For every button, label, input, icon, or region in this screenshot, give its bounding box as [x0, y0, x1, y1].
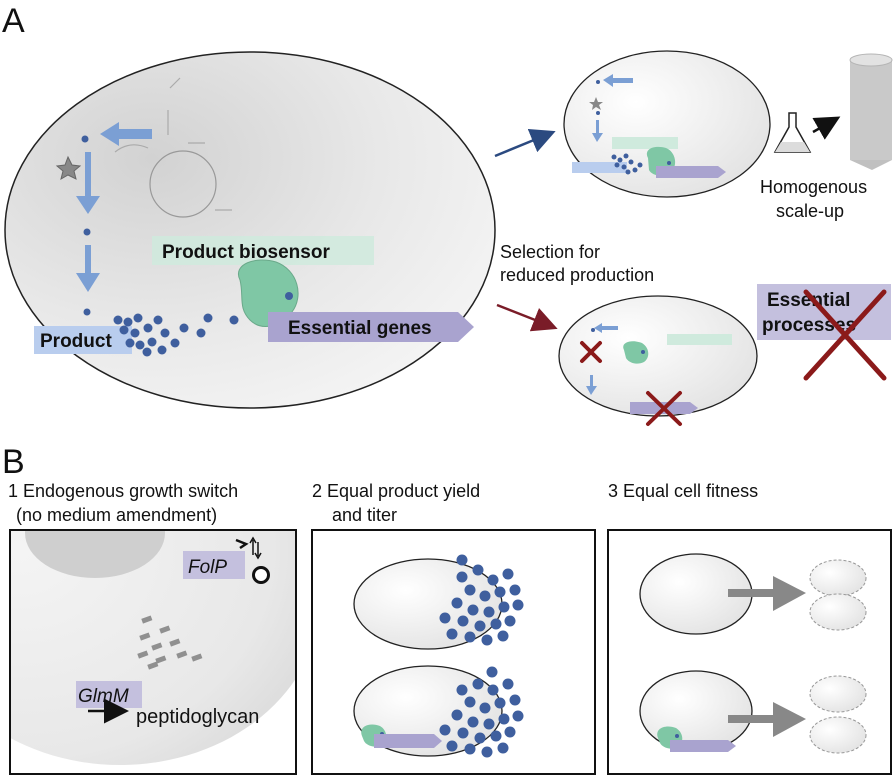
panel-b-letter: B	[2, 443, 25, 481]
product-dots	[113, 313, 239, 357]
essential-processes-cross	[803, 289, 887, 381]
folp-label-bg	[183, 551, 245, 579]
essential-genes-arrow	[268, 312, 474, 342]
folp-arrow	[235, 538, 249, 550]
product-label-bg	[34, 326, 132, 354]
metabolite-circle-icon	[252, 566, 270, 584]
product-biosensor-label: Product biosensor	[162, 242, 330, 263]
box-equal-yield	[311, 529, 596, 775]
col2-heading-line1: 2 Equal product yield	[312, 481, 480, 501]
homogenous-label: Homogenous	[760, 177, 867, 197]
folp-label: FolP	[188, 557, 227, 578]
scale-up-label: scale-up	[776, 201, 844, 221]
col3-heading-line1: 3 Equal cell fitness	[608, 481, 758, 501]
top-small-cell	[563, 50, 771, 198]
col1-heading-line1: 1 Endogenous growth switch	[8, 481, 238, 501]
pathway-arrows	[76, 122, 152, 316]
scale-up-arrow	[812, 116, 841, 140]
box-equal-fitness	[607, 529, 892, 775]
glmm-label: GlmM	[78, 686, 129, 707]
star-icon	[55, 155, 82, 181]
bottom-small-cell	[558, 295, 758, 426]
product-label: Product	[40, 331, 112, 352]
biosensor-protein	[237, 259, 299, 327]
col1-heading-line2: (no medium amendment)	[16, 505, 217, 525]
bioreactor-icon	[849, 53, 893, 170]
selection-label-line1: Selection for	[500, 242, 600, 262]
bidirectional-arrow-icon	[249, 536, 262, 560]
peptidoglycan-label: peptidoglycan	[136, 706, 259, 728]
main-cell	[4, 51, 496, 409]
arrow-to-top-cell	[494, 129, 556, 158]
essential-processes-line1: Essential	[767, 290, 850, 311]
flask-icon	[773, 112, 812, 153]
panel-a-letter: A	[2, 2, 25, 40]
essential-genes-label: Essential genes	[288, 318, 432, 339]
col2-heading-line2: and titer	[332, 505, 397, 525]
selection-label-line2: reduced production	[500, 265, 654, 285]
arrow-to-bottom-cell	[496, 303, 558, 332]
